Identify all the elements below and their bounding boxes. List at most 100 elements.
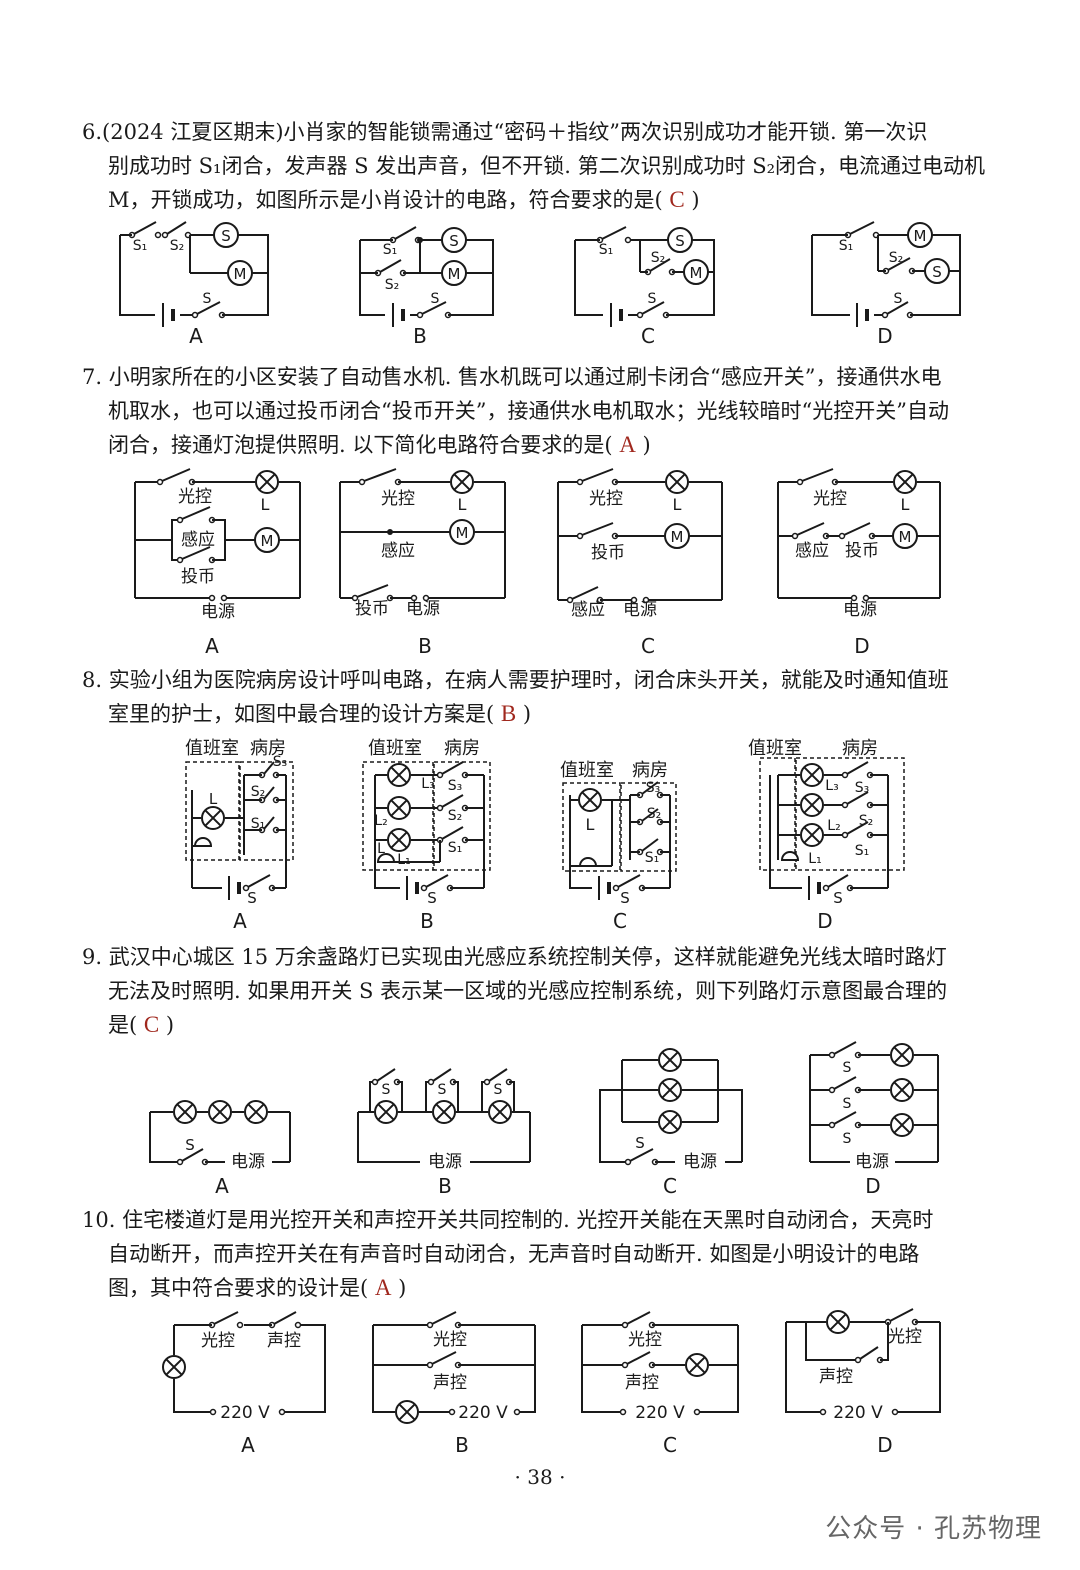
option-label: A — [205, 634, 219, 658]
label: 病房 — [842, 738, 878, 759]
wire — [212, 540, 226, 561]
label: 光控 — [813, 489, 847, 509]
switch-blade — [846, 761, 869, 775]
wire — [359, 240, 385, 316]
terminal — [850, 594, 858, 602]
q7-line3: 闭合，接通灯泡提供照明. 以下简化电路符合要求的是( — [108, 433, 620, 457]
switch-blade — [827, 874, 849, 888]
switch-blade — [181, 546, 211, 560]
motor-label: M — [671, 528, 684, 546]
label: 值班室 — [748, 738, 802, 759]
switch-blade — [889, 1308, 914, 1322]
room-box — [362, 761, 434, 871]
switch-contact — [191, 311, 199, 319]
switch-contact — [822, 884, 830, 892]
lamp-cross — [893, 1046, 911, 1064]
wire — [425, 1081, 431, 1112]
switch-blade — [441, 826, 464, 840]
switch-contact — [416, 311, 424, 319]
label: 投币 — [181, 567, 215, 587]
switch-blade — [629, 1148, 654, 1162]
switch-blade — [441, 761, 464, 775]
option-label: B — [418, 634, 432, 658]
label: 声控 — [819, 1367, 853, 1387]
switch-contact — [828, 1086, 836, 1094]
switch-blade — [833, 1041, 857, 1055]
switch-blade — [379, 259, 402, 273]
q7-line2: 机取水，也可以通过投币闭合“投币开关”，接通供水电机取水；光线较暗时“光控开关”… — [108, 399, 949, 423]
wire — [700, 1325, 739, 1413]
q9-line3: 是( — [108, 1013, 144, 1037]
option-label: A — [215, 1174, 229, 1198]
switch-contact — [624, 1158, 632, 1166]
motor-label: M — [690, 264, 703, 282]
label: 电源 — [201, 602, 235, 622]
label: S₃ — [448, 778, 463, 794]
q8-answer: B — [500, 701, 517, 726]
q6-line1: 6.(2024 江夏区期末)小肖家的智能锁需通过“密码＋指纹”两次识别成功才能开… — [82, 120, 928, 144]
question-10: 10. 住宅楼道灯是用光控开关和声控开关共同控制的. 光控开关能在天黑时自动闭合… — [82, 1203, 992, 1305]
question-8: 8. 实验小组为医院病房设计呼叫电路，在病人需要护理时，闭合床头开关，就能及时通… — [82, 663, 992, 731]
lamp-cross — [893, 1116, 911, 1134]
switch-blade — [263, 786, 275, 800]
switch-contact — [358, 478, 366, 486]
switch-blade — [263, 761, 275, 775]
terminal-gap — [854, 594, 866, 602]
label: S₂ — [651, 250, 666, 266]
motor-label: M — [456, 524, 469, 542]
switch-contact — [576, 532, 584, 540]
room-box — [239, 761, 294, 861]
switch-blade — [363, 468, 397, 482]
terminal — [819, 1408, 827, 1416]
switch-contact — [566, 596, 574, 604]
terminal-gap — [212, 594, 224, 602]
label: S — [431, 291, 440, 307]
q9-answer: C — [143, 1012, 160, 1037]
q9-line3-end: ) — [159, 1013, 175, 1037]
question-9: 9. 武汉中心城区 15 万余盏路灯已实现由光感应系统控制关停，这样就能避免光线… — [82, 940, 992, 1042]
label: S — [427, 889, 437, 907]
q8-line2-end: ) — [516, 702, 532, 726]
question-6: 6.(2024 江夏区期末)小肖家的智能锁需通过“密码＋指纹”两次识别成功才能开… — [82, 115, 992, 217]
switch-contact — [154, 231, 162, 239]
q10-line1: 10. 住宅楼道灯是用光控开关和声控开关共同控制的. 光控开关能在天黑时自动闭合… — [82, 1208, 934, 1232]
option-label: D — [877, 324, 892, 348]
wire — [581, 1325, 620, 1413]
switch-blade — [649, 258, 671, 272]
label: 电源 — [406, 599, 440, 619]
label: L₁ — [397, 852, 410, 868]
lamp-cross — [176, 1103, 194, 1121]
label: 投币 — [591, 543, 625, 563]
label: S₃ — [855, 780, 870, 796]
motor-label: M — [899, 528, 912, 546]
option-label: C — [613, 909, 627, 933]
switch-contact — [791, 532, 799, 540]
switch-contact — [294, 1321, 302, 1329]
question-7: 7. 小明家所在的小区安装了自动售水机. 售水机既可以通过刷卡闭合“感应开关”，… — [82, 360, 992, 462]
label: 感应 — [571, 600, 605, 620]
wire — [397, 1081, 403, 1112]
q10-line3: 图，其中符合要求的设计是( — [108, 1276, 375, 1300]
label: 感应 — [181, 530, 215, 550]
switch-blade — [356, 584, 389, 598]
q7-line1: 7. 小明家所在的小区安装了自动售水机. 售水机既可以通过刷卡闭合“感应开关”，… — [82, 365, 942, 389]
switch-blade — [843, 522, 871, 536]
label: S₁ — [855, 843, 870, 859]
switch-contact — [841, 801, 849, 809]
option-label: B — [455, 1433, 469, 1457]
label: 光控 — [201, 1331, 235, 1351]
label: S — [894, 291, 903, 307]
terminal — [208, 594, 216, 602]
switch-contact — [156, 478, 164, 486]
label: 投币 — [355, 599, 389, 619]
label: S₁ — [133, 238, 148, 254]
switch-contact — [621, 1321, 629, 1329]
option-label: A — [241, 1433, 255, 1457]
switch-blade — [421, 301, 447, 315]
switch-contact — [624, 236, 632, 244]
label: 光控 — [589, 489, 623, 509]
terminal — [642, 596, 650, 604]
label: S — [247, 889, 257, 907]
wire — [285, 1324, 326, 1413]
lamp-cross — [453, 473, 471, 491]
